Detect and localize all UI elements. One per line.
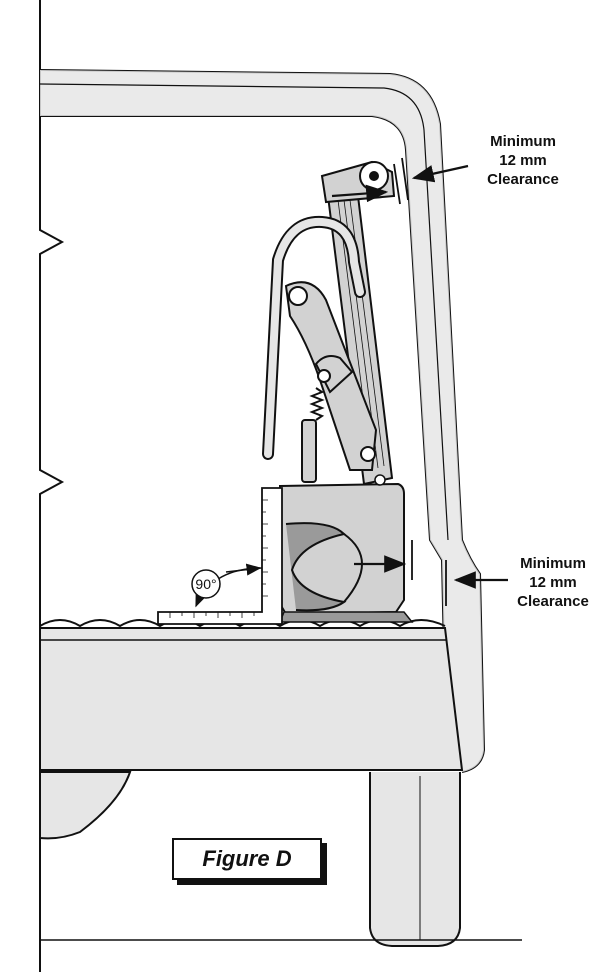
square-ticks-vertical <box>262 499 268 597</box>
angle-badge <box>191 569 221 599</box>
clearance-top-arrow-right <box>411 164 469 183</box>
tire <box>369 772 461 947</box>
angle-arc-start <box>225 563 262 576</box>
link-arm <box>314 355 354 394</box>
arm-pivot-bottom <box>360 446 376 462</box>
callout-top-line1: Minimum <box>490 133 556 150</box>
actuator-spring <box>309 387 325 421</box>
clearance-callout-top: Minimum 12 mm Clearance <box>468 132 578 189</box>
callout-top-line3: Clearance <box>487 171 559 188</box>
callout-bottom-line3: Clearance <box>517 593 589 610</box>
arm-pivot-top <box>288 286 308 306</box>
link-pivot <box>317 369 331 383</box>
callout-top-line2: 12 mm <box>499 152 547 169</box>
callout-bottom-line2: 12 mm <box>529 574 577 591</box>
clearance-top-arrow-left <box>331 184 389 203</box>
pulley-hub <box>369 171 379 181</box>
bolt-right <box>374 474 386 486</box>
figure-label: Figure D <box>172 838 322 880</box>
carpenters-square <box>157 487 283 625</box>
base-plate <box>278 611 414 623</box>
floor-slab <box>39 627 464 771</box>
clearance-top-mark-frame <box>401 157 409 201</box>
actuator-rod <box>301 419 317 483</box>
callout-bottom-line1: Minimum <box>520 555 586 572</box>
swivel-seat-contour <box>285 522 347 612</box>
door-frame-groove <box>39 83 449 541</box>
clearance-top-mark-lift <box>393 163 401 205</box>
square-ticks-horizontal <box>169 612 255 618</box>
angle-label: 90° <box>195 576 216 592</box>
clearance-callout-bottom: Minimum 12 mm Clearance <box>498 554 608 611</box>
door-frame-fill <box>40 70 484 772</box>
seat-hoop-inner <box>264 217 364 458</box>
underbody-left <box>39 771 132 840</box>
